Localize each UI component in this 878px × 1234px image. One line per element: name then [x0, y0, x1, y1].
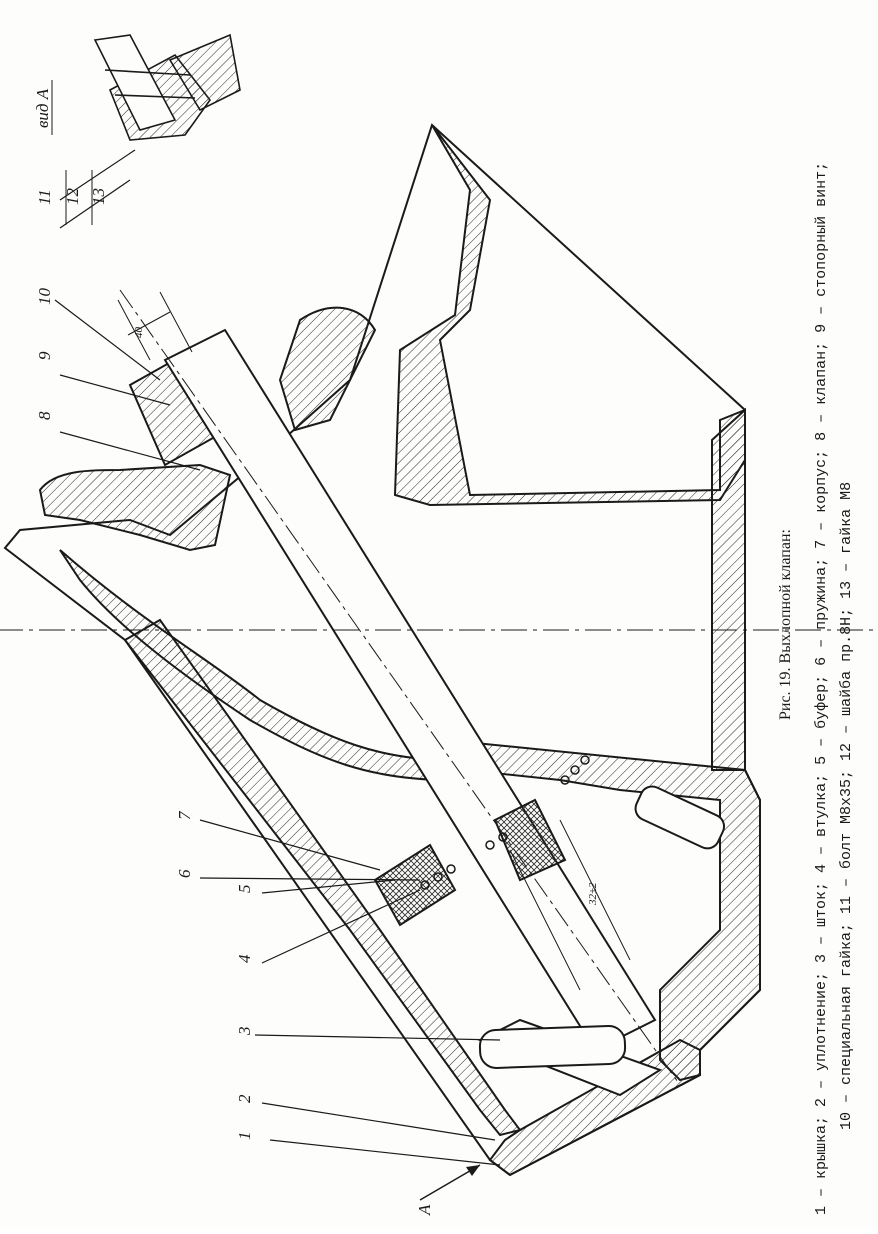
callout-6: 6 — [175, 869, 194, 878]
callout-numbers: 1 2 3 4 5 6 7 8 9 10 11 12 13 — [35, 170, 254, 1140]
callout-5: 5 — [235, 885, 254, 894]
inset-boss — [168, 33, 241, 112]
callout-3: 3 — [235, 1027, 254, 1037]
stem-centerline — [119, 289, 681, 1086]
view-a-inset — [93, 33, 241, 141]
buffer — [493, 798, 567, 882]
view-arrow-label: А — [415, 1204, 434, 1216]
caption-title: Рис. 19. Выхлопной клапан: — [777, 529, 794, 720]
body-slot — [634, 785, 726, 850]
inset-bolt — [93, 34, 177, 131]
callout-8: 8 — [35, 411, 54, 420]
callout-9: 9 — [35, 351, 54, 360]
callout-10: 10 — [35, 288, 54, 306]
dim-32: 32±2 — [587, 882, 599, 906]
callout-4: 4 — [235, 954, 254, 963]
callout-1: 1 — [235, 1132, 254, 1141]
upper-boss — [278, 306, 377, 432]
spring — [420, 755, 590, 890]
callout-2: 2 — [235, 1094, 254, 1103]
caption-line1: 1 – крышка; 2 – уплотнение; 3 – шток; 4 … — [813, 162, 830, 1215]
right-flange — [711, 407, 746, 771]
dim-40: 40 — [133, 327, 145, 339]
dimensions — [117, 291, 631, 991]
callout-7: 7 — [175, 810, 194, 820]
sleeve — [373, 843, 457, 927]
callout-11: 11 — [35, 189, 54, 205]
callout-12: 12 — [63, 188, 82, 206]
left-guide-wall — [123, 618, 522, 1137]
leader-lines — [54, 149, 501, 1166]
caption-line2: 10 – специальная гайка; 11 – болт М8х35;… — [838, 482, 855, 1130]
upper-flange — [393, 124, 746, 507]
valve-assembly — [0, 123, 878, 1201]
callout-13: 13 — [89, 188, 108, 205]
view-a-label: вид А — [33, 88, 52, 128]
valve-head — [38, 463, 232, 552]
piston-slot — [478, 1025, 627, 1069]
